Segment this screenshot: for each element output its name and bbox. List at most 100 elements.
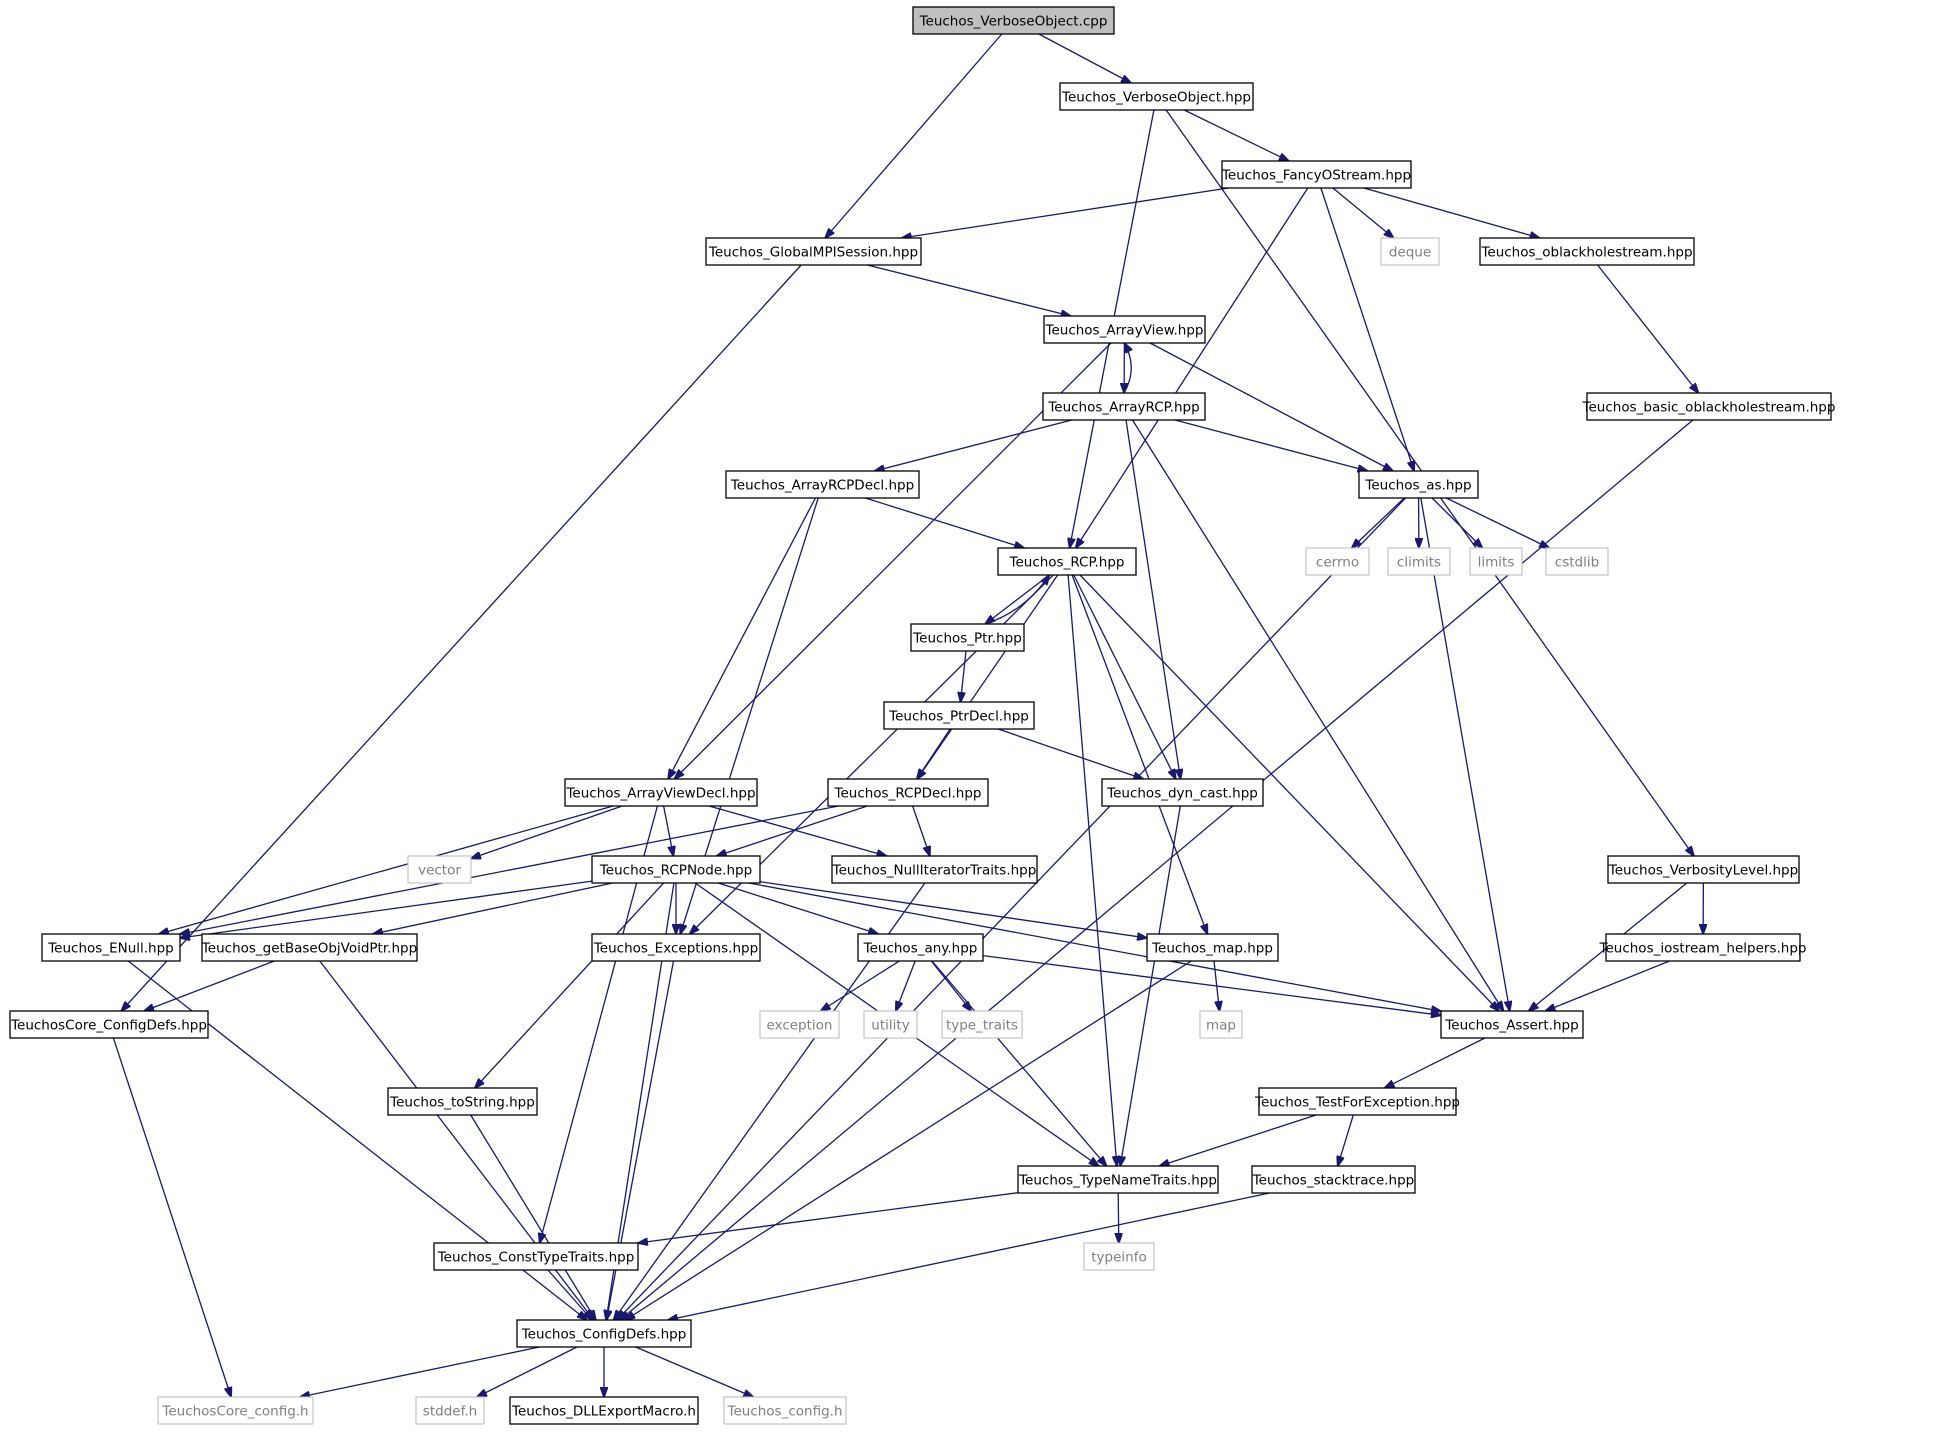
node-box (1258, 1087, 1457, 1116)
node-config-h: Teuchos_config.h (723, 1396, 847, 1425)
edge-rcp-to-ptr (985, 574, 1050, 624)
edge-rcp-to-map_hpp (1071, 574, 1207, 934)
node-config-defs[interactable]: Teuchos_ConfigDefs.hpp (516, 1319, 692, 1348)
node-rcp[interactable]: Teuchos_RCP.hpp (997, 547, 1137, 576)
edge-any-to-assert (982, 954, 1441, 1016)
edge-to_string-to-config_defs (470, 1114, 596, 1320)
node-deque: deque (1380, 237, 1440, 266)
node-box (387, 1087, 538, 1116)
edge-array_rcp-to-assert (1131, 419, 1504, 1011)
node-assert[interactable]: Teuchos_Assert.hpp (1440, 1010, 1584, 1039)
node-label: Teuchos_RCPNode.hpp (599, 863, 752, 879)
node-box (1043, 315, 1206, 344)
node-array-rcp[interactable]: Teuchos_ArrayRCP.hpp (1042, 392, 1206, 421)
node-label: Teuchos_VerboseObject.hpp (1061, 90, 1251, 106)
node-box (941, 1010, 1023, 1039)
node-verbose-object-hpp[interactable]: Teuchos_VerboseObject.hpp (1059, 82, 1254, 111)
edge-verbose_object_cpp-to-verbose_object_hpp (1038, 33, 1131, 83)
node-box (831, 855, 1038, 884)
node-array-view[interactable]: Teuchos_ArrayView.hpp (1043, 315, 1206, 344)
node-array-view-decl[interactable]: Teuchos_ArrayViewDecl.hpp (564, 778, 758, 807)
node-array-rcp-decl[interactable]: Teuchos_ArrayRCPDecl.hpp (725, 470, 920, 499)
edge-fancy_ostream-to-as (1320, 187, 1414, 471)
node-enull[interactable]: Teuchos_ENull.hpp (41, 933, 181, 962)
edge-any-to-type_name_traits (931, 960, 1107, 1166)
edge-ptr-to-ptr_decl (961, 650, 967, 702)
node-box (1440, 1010, 1584, 1039)
node-box (201, 933, 418, 962)
node-box (1251, 1165, 1416, 1194)
node-map-hpp[interactable]: Teuchos_map.hpp (1146, 933, 1279, 962)
node-null-iterator-traits[interactable]: Teuchos_NullIteratorTraits.hpp (831, 855, 1038, 884)
node-label: Teuchos_Exceptions.hpp (593, 941, 758, 957)
edge-oblackholestream-to-basic_oblackholestream (1597, 264, 1699, 393)
edge-map_hpp-to-map (1213, 960, 1220, 1011)
node-dyn-cast[interactable]: Teuchos_dyn_cast.hpp (1101, 778, 1264, 807)
node-rcp-decl[interactable]: Teuchos_RCPDecl.hpp (827, 778, 989, 807)
node-get-base-obj-void-ptr[interactable]: Teuchos_getBaseObjVoidPtr.hpp (201, 933, 418, 962)
node-dll-export-macro[interactable]: Teuchos_DLLExportMacro.h (509, 1396, 699, 1425)
node-label: Teuchos_dyn_cast.hpp (1106, 786, 1258, 802)
node-exceptions[interactable]: Teuchos_Exceptions.hpp (591, 933, 761, 962)
node-const-type-traits[interactable]: Teuchos_ConstTypeTraits.hpp (433, 1242, 639, 1271)
node-iostream-helpers[interactable]: Teuchos_iostream_helpers.hpp (1599, 933, 1807, 962)
node-ptr-decl[interactable]: Teuchos_PtrDecl.hpp (883, 701, 1035, 730)
edge-rcp_node-to-enull (180, 880, 593, 938)
node-box (516, 1319, 692, 1348)
node-as[interactable]: Teuchos_as.hpp (1358, 470, 1479, 499)
edge-config_defs-to-config_h (635, 1346, 754, 1397)
node-cstdlib: cstdlib (1545, 547, 1609, 576)
node-box (759, 1010, 840, 1039)
node-stddef: stddef.h (415, 1396, 485, 1425)
node-box (883, 701, 1035, 730)
node-exception: exception (759, 1010, 840, 1039)
node-box (863, 1010, 918, 1039)
edge-core_config_defs-to-core_config_h (112, 1037, 231, 1397)
node-stacktrace[interactable]: Teuchos_stacktrace.hpp (1251, 1165, 1416, 1194)
node-map: map (1199, 1010, 1243, 1039)
node-oblackholestream[interactable]: Teuchos_oblackholestream.hpp (1479, 237, 1695, 266)
node-type-name-traits[interactable]: Teuchos_TypeNameTraits.hpp (1017, 1165, 1219, 1194)
edge-stacktrace-to-config_defs (668, 1192, 1270, 1320)
node-box (1586, 392, 1832, 421)
edge-ptr_decl-to-rcp_decl (917, 728, 951, 779)
node-global-mpi-session[interactable]: Teuchos_GlobalMPISession.hpp (705, 237, 922, 266)
node-label: typeinfo (1091, 1250, 1146, 1266)
node-any[interactable]: Teuchos_any.hpp (857, 933, 984, 962)
node-fancy-ostream[interactable]: Teuchos_FancyOStream.hpp (1221, 160, 1412, 189)
node-basic-oblackholestream[interactable]: Teuchos_basic_oblackholestream.hpp (1582, 392, 1836, 421)
node-box (157, 1396, 314, 1425)
node-box (1305, 547, 1370, 576)
node-limits: limits (1469, 547, 1523, 576)
edge-exceptions-to-config_defs (607, 960, 675, 1320)
node-label: Teuchos_oblackholestream.hpp (1480, 245, 1692, 261)
node-ptr[interactable]: Teuchos_Ptr.hpp (910, 623, 1025, 652)
edge-type_name_traits-to-const_type_traits (638, 1192, 1019, 1243)
node-label: Teuchos_Assert.hpp (1444, 1018, 1578, 1034)
node-label: TeuchosCore_config.h (161, 1404, 308, 1420)
edge-rcp-to-type_name_traits (1067, 574, 1117, 1166)
edge-ptr_decl-to-dyn_cast (997, 728, 1143, 779)
edge-global_mpi_session-to-core_config_defs (121, 264, 802, 1011)
node-box (723, 1396, 847, 1425)
edge-array_rcp_decl-to-array_view_decl (668, 497, 816, 779)
node-utility: utility (863, 1010, 918, 1039)
node-label: Teuchos_any.hpp (863, 941, 978, 957)
node-box (1017, 1165, 1219, 1194)
node-to-string[interactable]: Teuchos_toString.hpp (387, 1087, 538, 1116)
node-climits: climits (1387, 547, 1451, 576)
node-label: Teuchos_ArrayView.hpp (1045, 323, 1204, 339)
node-test-for-exception[interactable]: Teuchos_TestForException.hpp (1254, 1087, 1460, 1116)
node-verbose-object-cpp[interactable]: Teuchos_VerboseObject.cpp (912, 6, 1115, 35)
node-rcp-node[interactable]: Teuchos_RCPNode.hpp (591, 855, 761, 884)
node-core-config-defs[interactable]: TeuchosCore_ConfigDefs.hpp (9, 1010, 209, 1039)
node-label: Teuchos_NullIteratorTraits.hpp (832, 863, 1037, 879)
node-verbosity-level[interactable]: Teuchos_VerbosityLevel.hpp (1607, 855, 1800, 884)
edge-rcp_node-to-map_hpp (759, 881, 1147, 938)
edge-rcp_node-to-get_base_obj_void_ptr (373, 882, 613, 934)
edge-any-to-type_traits (930, 960, 971, 1011)
edge-array_rcp-to-array_rcp_decl (875, 419, 1072, 471)
node-box (1358, 470, 1479, 499)
edge-global_mpi_session-to-array_view (867, 264, 1070, 316)
